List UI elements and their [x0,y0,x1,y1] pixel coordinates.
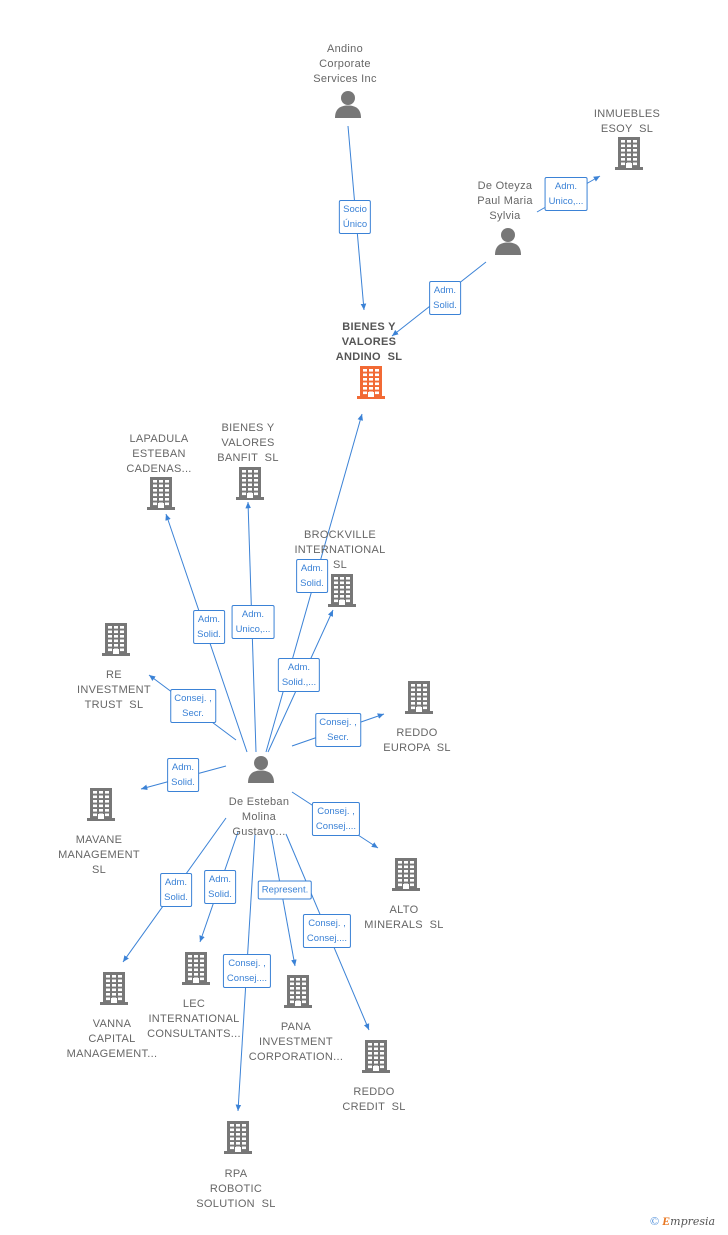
node-label[interactable]: BIENES Y VALORES ANDINO SL [335,321,403,363]
building-icon[interactable] [356,365,386,404]
building-icon[interactable] [181,951,211,990]
building-icon[interactable] [223,1120,253,1159]
building-icon [362,1040,390,1073]
node-label[interactable]: BROCKVILLE INTERNATIONAL SL [294,529,386,571]
copyright-icon: © [650,1214,660,1228]
building-icon[interactable] [235,466,265,505]
edge-label[interactable]: Adm. Unico,... [231,605,275,639]
edge-label[interactable]: Adm. Solid. [429,281,461,315]
person-icon [248,756,274,783]
building-icon[interactable] [283,974,313,1013]
edge-label[interactable]: Consej. , Consej.... [222,954,272,988]
node-label[interactable]: Andino Corporate Services Inc [313,43,377,85]
node-label[interactable]: MAVANE MANAGEMENT SL [58,834,140,876]
building-icon[interactable] [146,476,176,515]
node-label[interactable]: LAPADULA ESTEBAN CADENAS... [126,433,192,475]
node-label[interactable]: REDDO CREDIT SL [342,1086,406,1113]
node-label[interactable]: RPA ROBOTIC SOLUTION SL [196,1168,276,1210]
edge-label[interactable]: Adm. Solid.,... [277,658,321,692]
building-icon[interactable] [404,680,434,719]
node-label[interactable]: INMUEBLES ESOY SL [593,108,661,135]
person-icon[interactable] [246,754,276,789]
building-icon [405,681,433,714]
building-icon [147,477,175,510]
edge-label[interactable]: Consej. , Consej.... [302,914,352,948]
edge-label[interactable]: Represent. [257,880,313,900]
building-icon [224,1121,252,1154]
building-icon[interactable] [361,1039,391,1078]
edge-label[interactable]: Socio Único [338,200,372,234]
building-icon [102,623,130,656]
brand-logo-initial: E [662,1214,671,1228]
person-icon[interactable] [333,89,363,124]
edge-label[interactable]: Adm. Solid. [204,870,236,904]
brand-logo-text: mpresia [670,1215,716,1228]
building-icon[interactable] [101,622,131,661]
node-label[interactable]: De Oteyza Paul Maria Sylvia [477,180,533,222]
edge-label[interactable]: Adm. Unico,... [544,177,588,211]
node-label[interactable]: REDDO EUROPA SL [383,727,451,754]
edge-label[interactable]: Consej. , Consej.... [311,802,361,836]
building-icon[interactable] [99,971,129,1010]
building-icon [357,366,385,399]
building-icon[interactable] [391,857,421,896]
node-label[interactable]: VANNA CAPITAL MANAGEMENT... [66,1018,158,1060]
building-icon [392,858,420,891]
edge-label[interactable]: Adm. Solid. [193,610,225,644]
edge-de-esteban-to-pana [270,833,297,967]
building-icon [328,574,356,607]
person-icon[interactable] [493,226,523,261]
brand-footer: © Empresia [650,1214,724,1231]
edge-label[interactable]: Adm. Solid. [160,873,192,907]
person-icon [495,228,521,255]
edge-label[interactable]: Consej. , Secr. [170,689,216,723]
edge-label[interactable]: Consej. , Secr. [315,713,361,747]
node-label[interactable]: BIENES Y VALORES BANFIT SL [217,422,279,464]
building-icon [100,972,128,1005]
building-icon [284,975,312,1008]
building-icon [182,952,210,985]
building-icon [87,788,115,821]
node-label[interactable]: LEC INTERNATIONAL CONSULTANTS... [147,998,241,1040]
node-label[interactable]: RE INVESTMENT TRUST SL [77,669,151,711]
node-label[interactable]: PANA INVESTMENT CORPORATION... [248,1021,344,1063]
building-icon[interactable] [614,136,644,175]
building-icon[interactable] [327,573,357,612]
building-icon [615,137,643,170]
building-icon [236,467,264,500]
node-label[interactable]: De Esteban Molina Gustavo... [228,796,290,838]
building-icon[interactable] [86,787,116,826]
person-icon [335,91,361,118]
node-label[interactable]: ALTO MINERALS SL [364,904,444,931]
edge-label[interactable]: Adm. Solid. [167,758,199,792]
edge-label[interactable]: Adm. Solid. [296,559,328,593]
